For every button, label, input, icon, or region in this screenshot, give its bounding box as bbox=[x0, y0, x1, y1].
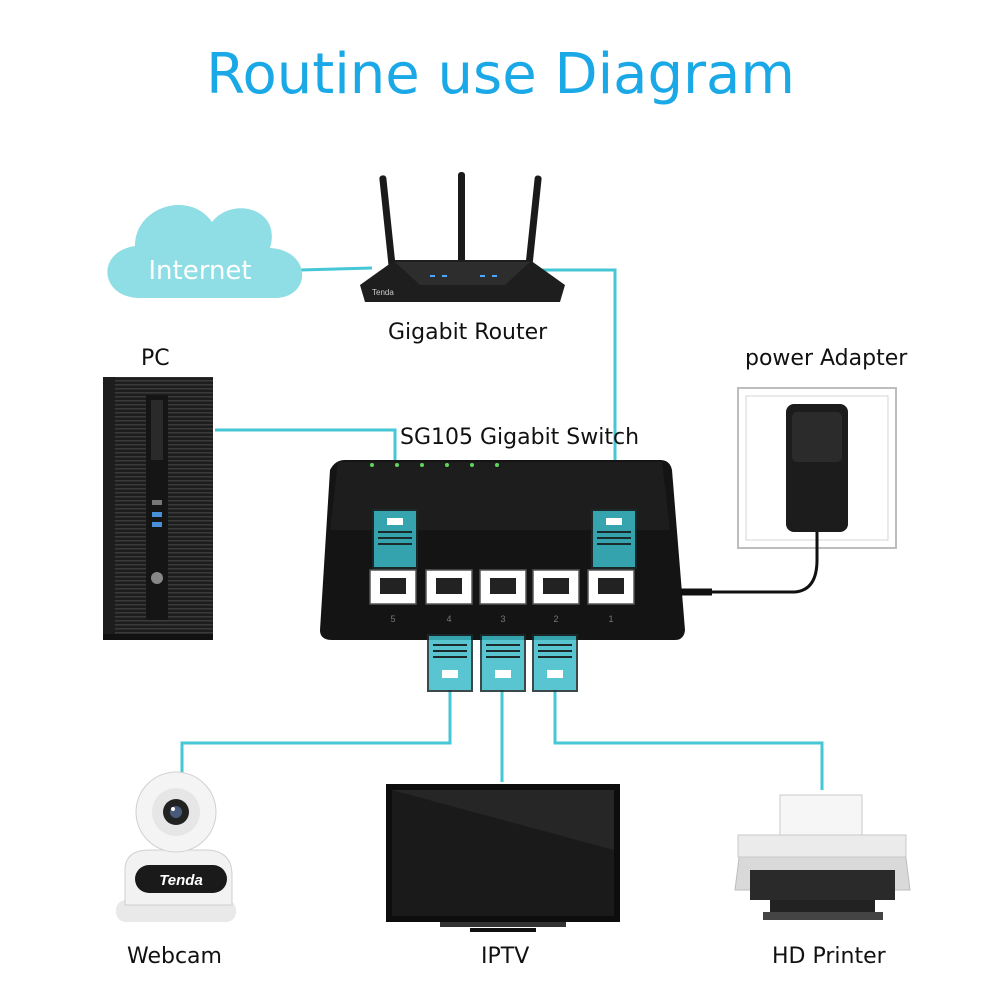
adapter-label: power Adapter bbox=[745, 346, 908, 371]
cloud-icon: Internet bbox=[107, 204, 303, 298]
port-number: 4 bbox=[446, 614, 451, 624]
switch-ports bbox=[369, 569, 635, 605]
printer-label: HD Printer bbox=[772, 944, 886, 969]
pc-tower-icon bbox=[103, 377, 213, 640]
webcam-icon: Tenda bbox=[116, 771, 236, 922]
switch-label: SG105 Gigabit Switch bbox=[400, 425, 640, 450]
cable-switch-printer bbox=[553, 690, 824, 790]
cable-router-switch bbox=[535, 268, 617, 515]
pc-label: PC bbox=[141, 346, 170, 371]
rj45-connector-pc bbox=[372, 509, 418, 569]
iptv-label: IPTV bbox=[481, 944, 530, 969]
rj45-connector-iptv bbox=[480, 634, 526, 692]
webcam-label: Webcam bbox=[127, 944, 222, 969]
rj45-connectors bbox=[372, 509, 637, 692]
printer-icon bbox=[734, 794, 911, 920]
rj45-connector-printer bbox=[532, 634, 578, 692]
tv-icon bbox=[386, 784, 620, 932]
cable-switch-webcam bbox=[180, 690, 452, 785]
router-icon: Tenda bbox=[360, 172, 565, 302]
rj45-connector-webcam bbox=[427, 634, 473, 692]
port-number: 3 bbox=[500, 614, 505, 624]
diagram-title: Routine use Diagram bbox=[206, 42, 795, 107]
webcam-brand-text: Tenda bbox=[159, 872, 203, 889]
router-brand-text: Tenda bbox=[372, 288, 394, 297]
router-label: Gigabit Router bbox=[388, 320, 548, 345]
port-number: 5 bbox=[390, 614, 395, 624]
rj45-connector-router bbox=[591, 509, 637, 569]
port-number: 2 bbox=[553, 614, 558, 624]
internet-label: Internet bbox=[148, 256, 251, 286]
port-number: 1 bbox=[608, 614, 613, 624]
power-adapter-icon bbox=[712, 387, 897, 594]
cable-internet-router bbox=[299, 266, 373, 272]
